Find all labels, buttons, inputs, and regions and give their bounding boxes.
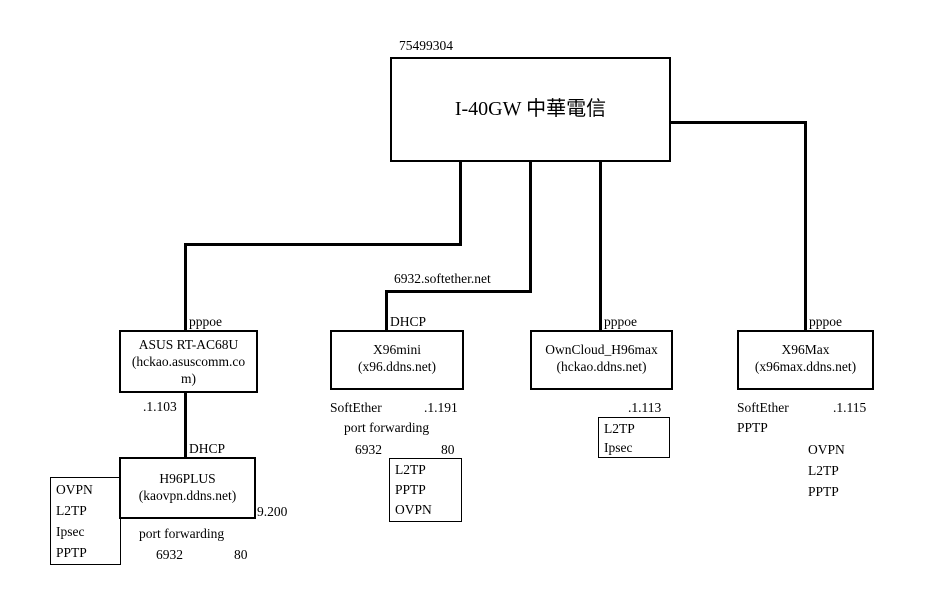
node-h96plus-name: H96PLUS [159, 471, 216, 486]
node-x96max-domain: (x96max.ddns.net) [754, 359, 857, 374]
node-asus-domain: (hckao.asuscomm.co [131, 354, 246, 369]
root-code-label: 75499304 [399, 38, 453, 53]
x96max-connection-label: pppoe [809, 314, 842, 329]
node-h96plus: H96PLUS (kaovpn.ddns.net) [119, 457, 256, 519]
x96mini-portforward-internal: 80 [441, 442, 455, 457]
connector-root-asus-vertical-2 [184, 243, 187, 332]
node-x96max: X96Max (x96max.ddns.net) [737, 330, 874, 390]
h96plus-portforward-external: 6932 [156, 547, 183, 562]
x96max-service2-label: PPTP [737, 420, 768, 435]
h96plus-connection-label: DHCP [189, 441, 226, 456]
node-owncloud-name: OwnCloud_H96max [545, 342, 658, 357]
x96mini-service-label: SoftEther [330, 400, 382, 415]
connector-root-x96max-horizontal [671, 121, 806, 124]
connector-root-x96max-vertical [804, 121, 807, 333]
node-asus: ASUS RT-AC68U (hckao.asuscomm.co m) [119, 330, 258, 393]
node-x96mini-domain: (x96.ddns.net) [358, 359, 436, 374]
h96plus-protocol-item: Ipsec [56, 524, 85, 539]
connector-root-x96mini-vertical-1 [529, 162, 532, 293]
asus-ip-label: .1.103 [143, 399, 177, 414]
node-asus-domain2: m) [181, 371, 196, 386]
h96plus-protocols-box: OVPN L2TP Ipsec PPTP [50, 477, 121, 565]
x96mini-portforward-external: 6932 [355, 442, 382, 457]
h96plus-ip-suffix-label: 9.200 [257, 504, 288, 519]
owncloud-protocols-box: L2TP Ipsec [598, 417, 670, 458]
x96mini-protocol-item: L2TP [395, 462, 426, 477]
owncloud-protocol-item: Ipsec [604, 440, 633, 455]
node-h96plus-domain: (kaovpn.ddns.net) [138, 488, 237, 503]
owncloud-ip-label: .1.113 [628, 400, 662, 415]
connector-root-owncloud-vertical [599, 162, 602, 332]
softether-domain-label: 6932.softether.net [394, 271, 491, 286]
root-title: I-40GW 中華電信 [454, 98, 607, 120]
connector-asus-h96plus-vertical [184, 393, 187, 459]
connector-root-x96mini-horizontal [385, 290, 532, 293]
asus-connection-label: pppoe [189, 314, 222, 329]
node-x96mini-name: X96mini [372, 342, 421, 357]
x96mini-protocol-item: PPTP [395, 482, 426, 497]
h96plus-protocol-item: OVPN [56, 482, 93, 497]
x96max-protocol-item: OVPN [808, 442, 845, 457]
x96max-protocol-item: L2TP [808, 463, 839, 478]
node-x96max-name: X96Max [781, 342, 830, 357]
x96mini-connection-label: DHCP [390, 314, 427, 329]
h96plus-portforward-internal: 80 [234, 547, 248, 562]
h96plus-portforward-title: port forwarding [139, 526, 225, 541]
node-owncloud-domain: (hckao.ddns.net) [556, 359, 647, 374]
node-asus-name: ASUS RT-AC68U [138, 337, 239, 352]
x96mini-protocol-item: OVPN [395, 502, 432, 517]
node-owncloud: OwnCloud_H96max (hckao.ddns.net) [530, 330, 673, 390]
connector-root-x96mini-vertical-2 [385, 290, 388, 332]
owncloud-connection-label: pppoe [604, 314, 637, 329]
x96max-ip-label: .1.115 [833, 400, 867, 415]
connector-root-asus-horizontal [184, 243, 462, 246]
x96mini-protocols-box: L2TP PPTP OVPN [389, 458, 462, 522]
owncloud-protocol-item: L2TP [604, 421, 635, 436]
x96max-service-label: SoftEther [737, 400, 789, 415]
x96mini-ip-label: .1.191 [424, 400, 458, 415]
x96max-protocol-item: PPTP [808, 484, 839, 499]
node-root: I-40GW 中華電信 [390, 57, 671, 162]
h96plus-protocol-item: L2TP [56, 503, 87, 518]
x96mini-portforward-title: port forwarding [344, 420, 430, 435]
h96plus-protocol-item: PPTP [56, 545, 87, 560]
node-x96mini: X96mini (x96.ddns.net) [330, 330, 464, 390]
connector-root-asus-vertical-1 [459, 162, 462, 246]
